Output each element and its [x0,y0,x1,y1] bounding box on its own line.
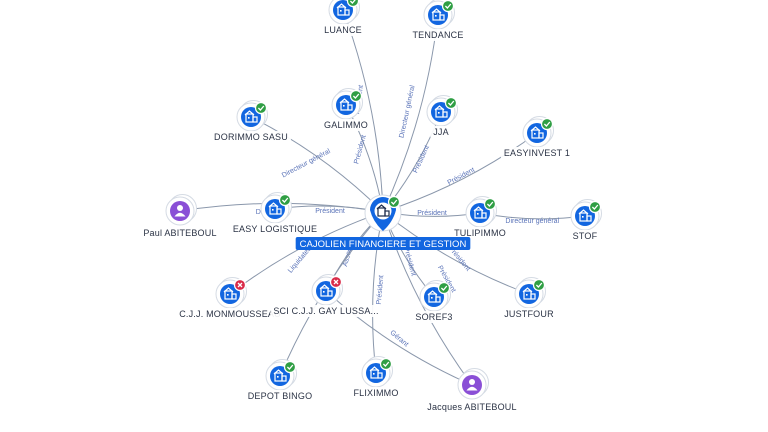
node-label: EASYINVEST 1 [504,148,570,158]
node-easyinvest[interactable]: EASYINVEST 1 [500,116,574,160]
building-icon [473,206,487,219]
node-stof[interactable]: STOF [569,199,602,243]
node-tulipimmo[interactable]: TULIPIMMO [451,196,509,240]
node-label: Jacques ABITEBOUL [427,402,516,412]
building-icon [434,105,448,118]
building-icon [522,287,536,300]
edge-center-easyinvest [382,132,538,213]
building-icon [427,290,441,303]
active-check-icon [283,360,297,374]
node-paul[interactable]: Paul ABITEBOUL [140,194,220,240]
active-check-icon [278,193,292,207]
building-icon [223,287,237,300]
edge-center-justfour [382,211,530,295]
nodes-layer: LUANCE TENDANCE DORIMMO SASU GALIMMO JJA EASY… [140,0,602,414]
node-label: LUANCE [324,25,362,35]
building-icon [273,369,287,382]
node-cjjmon[interactable]: C.J.J. MONMOUSSEAU [176,277,284,321]
center-node[interactable]: CAJOLIEN FINANCIERE ET GESTION [295,194,471,250]
active-check-icon [379,357,393,371]
building-icon [339,98,353,111]
active-check-icon [444,96,458,110]
building-icon [244,110,258,123]
edge-label: Directeur général [281,148,332,180]
active-check-icon [254,101,268,115]
active-check-icon [441,0,455,13]
node-label: C.J.J. MONMOUSSEAU [179,309,281,319]
edge-label: Président [417,210,447,217]
node-label: JJA [433,127,449,137]
building-icon [336,3,350,16]
building-icon [376,204,390,217]
edge-label: Président [447,167,476,187]
node-jacques[interactable]: Jacques ABITEBOUL [424,368,520,414]
node-depot[interactable]: DEPOT BINGO [244,359,316,403]
building-icon [319,284,333,297]
node-justfour[interactable]: JUSTFOUR [501,277,557,321]
node-label: EASY LOGISTIQUE [233,224,317,234]
person-icon [174,205,186,217]
building-icon [530,126,544,139]
node-scicjj[interactable]: SCI C.J.J. GAY LUSSA... [270,274,382,318]
building-icon [578,209,592,222]
edge-scicjj-jacques [325,290,473,386]
center-label-box [295,237,471,250]
active-check-icon [483,197,497,211]
edge-label: Gérant [389,329,410,348]
node-tendance[interactable]: TENDANCE [409,0,467,41]
node-label: TULIPIMMO [454,228,506,238]
edge-label: Président [376,275,386,305]
active-check-icon [540,117,554,131]
node-galimmo[interactable]: GALIMMO [321,88,371,132]
building-icon [268,202,282,215]
node-fliximmo[interactable]: FLIXIMMO [350,356,402,400]
person-icon [466,379,478,391]
node-label: JUSTFOUR [504,309,554,319]
edge-label: Président [402,246,416,276]
edge-center-dorimmo [250,116,384,213]
active-check-icon [588,200,602,214]
building-icon [431,8,445,21]
edge-label: Président [315,208,345,215]
node-dorimmo[interactable]: DORIMMO SASU [211,100,291,144]
active-check-icon [437,281,451,295]
node-easylog[interactable]: EASY LOGISTIQUE [229,192,321,236]
node-label: DORIMMO SASU [214,132,288,142]
active-check-icon [532,278,546,292]
node-luance[interactable]: LUANCE [321,0,365,36]
building-icon [369,366,383,379]
edge-label: Président [412,144,431,174]
node-label: SCI C.J.J. GAY LUSSA... [273,306,378,316]
node-jja[interactable]: JJA [426,95,458,139]
active-check-icon [387,195,401,209]
node-label: DEPOT BINGO [248,391,313,401]
node-label: TENDANCE [412,30,463,40]
edge-label: Directeur général [505,218,559,225]
active-check-icon [349,89,363,103]
center-node-label: CAJOLIEN FINANCIERE ET GESTION [300,239,467,250]
node-soref3[interactable]: SOREF3 [412,280,456,324]
node-label: FLIXIMMO [353,388,398,398]
node-label: Paul ABITEBOUL [143,228,216,238]
node-label: GALIMMO [324,120,368,130]
node-label: STOF [573,231,598,241]
node-label: SOREF3 [415,312,452,322]
